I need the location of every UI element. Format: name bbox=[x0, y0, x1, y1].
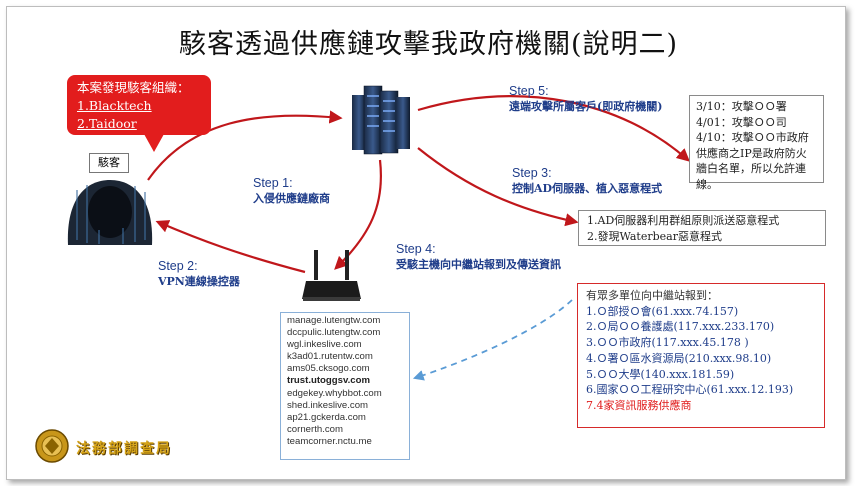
hacker-icon bbox=[67, 180, 153, 245]
step2-heading: Step 2: bbox=[158, 259, 198, 273]
step5-line: 4/10：攻擊ＯＯ市政府 bbox=[696, 131, 809, 144]
step3-desc: 控制AD伺服器、植入惡意程式 bbox=[512, 182, 663, 195]
domain-item: k3ad01.rutentw.com bbox=[287, 351, 373, 363]
unit-item: 4.Ｏ署Ｏ區水資源局(210.xxx.98.10) bbox=[586, 351, 772, 365]
domain-item: wgl.inkeslive.com bbox=[287, 339, 362, 351]
step3-line: 1.AD伺服器利用群組原則派送惡意程式 bbox=[587, 214, 780, 227]
step3-detail-box: 1.AD伺服器利用群組原則派送惡意程式 2.發現Waterbear惡意程式 bbox=[578, 210, 826, 246]
step5-line: 牆白名單，所以允許連 bbox=[696, 162, 806, 175]
server-icon bbox=[352, 85, 410, 155]
agency-logo-text: 法務部調查局 bbox=[76, 441, 172, 457]
victim-units-box: 有眾多單位向中繼站報到： 1.Ｏ部授Ｏ會(61.xxx.74.157) 2.Ｏ局… bbox=[577, 283, 825, 428]
domain-item: trust.utoggsv.com bbox=[287, 375, 370, 387]
unit-item: 3.ＯＯ市政府(117.xxx.45.178 ) bbox=[586, 336, 749, 350]
unit-item: 7.4家資訊服務供應商 bbox=[586, 398, 692, 412]
arrow-step5 bbox=[417, 95, 690, 162]
page-title: 駭客透過供應鏈攻擊我政府機關(說明二) bbox=[178, 29, 679, 60]
step2-desc: VPN連線操控器 bbox=[158, 275, 240, 288]
router-icon bbox=[302, 250, 361, 301]
unit-item: 5.ＯＯ大學(140.xxx.181.59) bbox=[586, 367, 735, 381]
callout-tail bbox=[144, 134, 164, 152]
step5-heading: Step 5: bbox=[509, 84, 549, 98]
agency-seal-icon bbox=[35, 429, 69, 463]
hacker-group-callout: 本案發現駭客組織： 1.Blacktech 2.Taidoor bbox=[67, 75, 211, 135]
callout-heading: 本案發現駭客組織： bbox=[77, 80, 190, 95]
domain-item: teamcorner.nctu.me bbox=[287, 435, 372, 447]
domain-item: dccpulic.lutengtw.com bbox=[287, 327, 381, 339]
step5-line: 線。 bbox=[696, 177, 718, 191]
step1-heading: Step 1: bbox=[253, 176, 293, 190]
arrow-step4 bbox=[334, 159, 382, 270]
arrow-step1 bbox=[147, 110, 343, 181]
step5-line: 3/10：攻擊ＯＯ署 bbox=[696, 100, 787, 113]
domain-item: manage.lutengtw.com bbox=[287, 315, 381, 326]
step1-label: Step 1: 入侵供應鏈廠商 bbox=[253, 176, 330, 206]
domain-item: ap21.gckerda.com bbox=[287, 411, 366, 423]
domain-item: shed.inkeslive.com bbox=[287, 399, 369, 411]
step1-desc: 入侵供應鏈廠商 bbox=[253, 192, 330, 205]
domain-item: cornerth.com bbox=[287, 423, 343, 435]
unit-item: 1.Ｏ部授Ｏ會(61.xxx.74.157) bbox=[586, 304, 739, 318]
step3-label: Step 3: 控制AD伺服器、植入惡意程式 bbox=[512, 166, 662, 196]
arrow-relay-report bbox=[412, 299, 573, 381]
step2-label: Step 2: VPN連線操控器 bbox=[158, 259, 240, 289]
callout-item: 2.Taidoor bbox=[77, 116, 137, 131]
step3-line: 2.發現Waterbear惡意程式 bbox=[587, 229, 722, 243]
step4-heading: Step 4: bbox=[396, 242, 436, 256]
domain-item: ams05.cksogo.com bbox=[287, 363, 370, 375]
relay-domain-list: manage.lutengtw.com dccpulic.lutengtw.co… bbox=[280, 312, 410, 460]
callout-item: 1.Blacktech bbox=[77, 98, 152, 113]
step5-line: 供應商之IP是政府防火 bbox=[696, 146, 807, 160]
hacker-label: 駭客 bbox=[89, 153, 129, 173]
step5-attack-box: 3/10：攻擊ＯＯ署 4/01：攻擊ＯＯ司 4/10：攻擊ＯＯ市政府 供應商之I… bbox=[689, 95, 824, 191]
step5-line: 4/01：攻擊ＯＯ司 bbox=[696, 115, 787, 129]
arrow-step2 bbox=[155, 220, 306, 274]
step3-heading: Step 3: bbox=[512, 166, 552, 180]
unit-item: 2.Ｏ局ＯＯ養護處(117.xxx.233.170) bbox=[586, 320, 775, 334]
step5-label: Step 5: 遠端攻擊所屬客戶(即政府機關) bbox=[509, 84, 662, 114]
domain-item: edgekey.whybbot.com bbox=[287, 387, 382, 399]
step4-label: Step 4: 受駭主機向中繼站報到及傳送資訊 bbox=[396, 242, 561, 272]
step5-desc: 遠端攻擊所屬客戶(即政府機關) bbox=[509, 100, 663, 113]
units-heading: 有眾多單位向中繼站報到： bbox=[586, 289, 718, 302]
unit-item: 6.國家ＯＯ工程研究中心(61.xxx.12.193) bbox=[586, 383, 794, 397]
arrow-step3 bbox=[417, 147, 579, 227]
step4-desc: 受駭主機向中繼站報到及傳送資訊 bbox=[396, 258, 561, 271]
